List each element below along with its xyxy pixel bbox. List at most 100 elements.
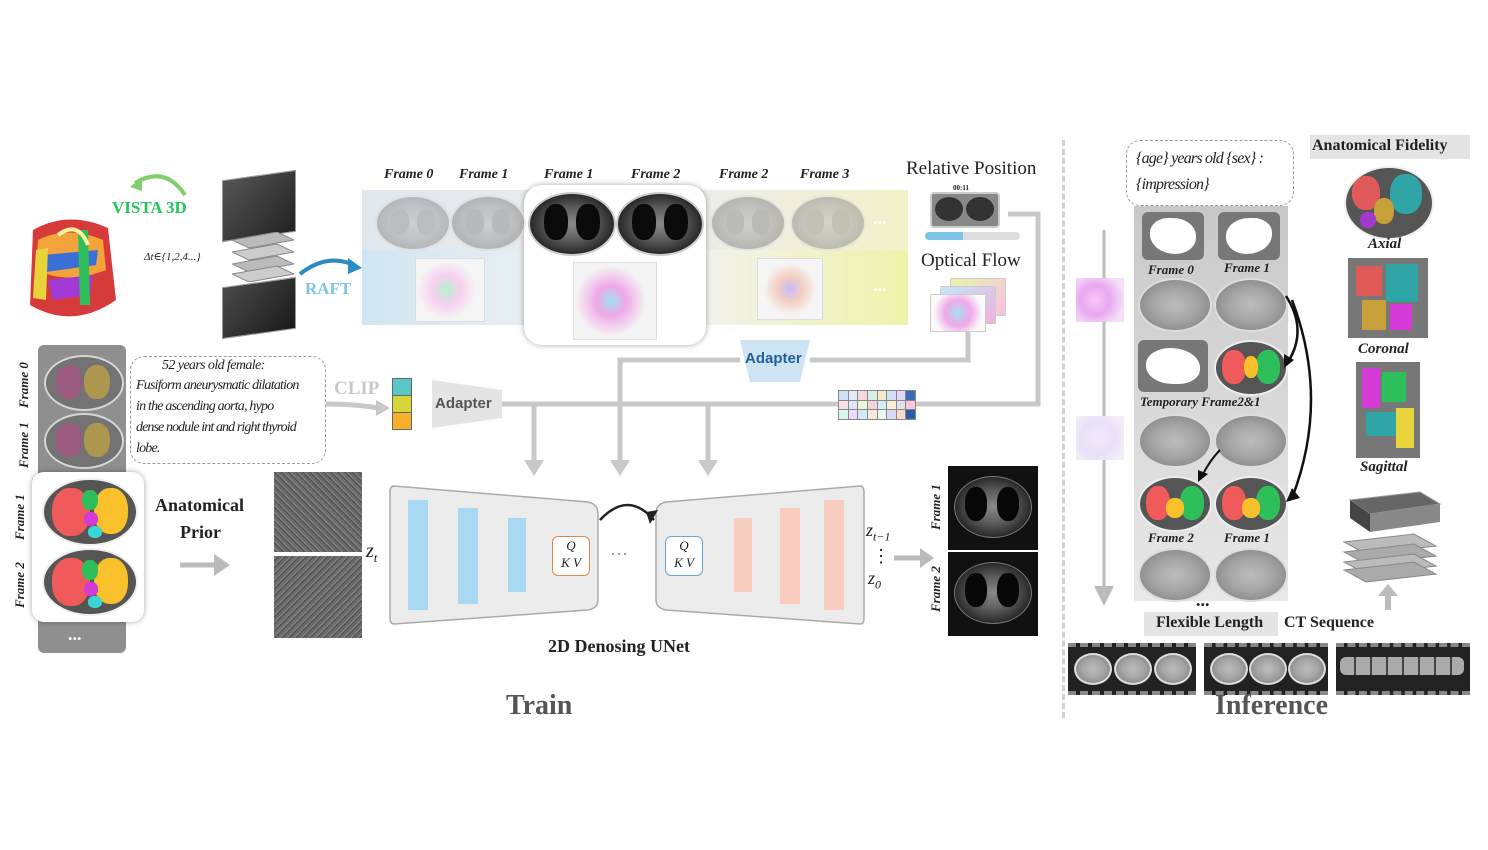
inf-frame1b-label: Frame 1	[1224, 530, 1270, 545]
inf-seg-frame2	[1138, 476, 1212, 532]
position-slider	[925, 232, 1020, 240]
prompt-line-2: in the ascending aorta, hypo	[136, 399, 274, 414]
prompt-line-4: lobe.	[136, 441, 160, 456]
flow-image-3	[757, 258, 823, 320]
output-arrow-icon	[894, 548, 934, 568]
temp-seg	[1214, 340, 1288, 396]
left-seg-frame1-active	[42, 478, 138, 546]
inf-dots: ...	[1196, 590, 1210, 610]
top-frame-label-5: Frame 3	[800, 167, 850, 182]
left-frame-label-0: Frame 0	[16, 362, 31, 408]
connector-lines	[325, 211, 1041, 476]
ct-slice-frame2-active	[616, 192, 704, 256]
vista-label: VISTA 3D	[112, 198, 187, 217]
inf-frame0-label: Frame 0	[1148, 262, 1194, 277]
anatomical-prior-label-1: Prior	[180, 522, 221, 542]
inference-section-title: Inference	[1215, 690, 1328, 721]
film-strip-3	[1336, 643, 1470, 695]
left-seg-frame1	[44, 413, 124, 469]
film-strip-1	[1068, 643, 1196, 695]
top-more-dots: ...	[873, 208, 887, 228]
inf-ct-row3-a	[1138, 414, 1212, 468]
train-section-title: Train	[506, 690, 573, 721]
z-t1-label: zt−1	[866, 520, 891, 544]
z-t-label: zt	[366, 540, 378, 565]
coronal-label: Coronal	[1358, 341, 1409, 357]
anatomy-3d-render	[18, 210, 123, 330]
inf-ct-row5-b	[1214, 548, 1288, 602]
unet-dec-block-3	[824, 500, 844, 610]
unet-middots: ···	[610, 544, 628, 564]
inf-frame2b-label: Frame 2	[1148, 530, 1194, 545]
inf-frame1-label: Frame 1	[1224, 260, 1270, 275]
adapter-top	[740, 340, 810, 382]
sagittal-image	[1356, 362, 1420, 458]
optical-flow-label: Optical Flow	[921, 250, 1021, 271]
adapter-mid-label: Adapter	[435, 395, 492, 412]
embedding-grid	[838, 390, 916, 420]
section-divider	[1062, 140, 1065, 718]
inf-ct-frame1	[1214, 278, 1288, 332]
optical-flow-stack	[930, 278, 1008, 332]
fidelity-up-arrow-icon	[1378, 584, 1398, 610]
prompt-line-1: Fusiform aneurysmatic dilatation	[136, 378, 299, 393]
unet-label: 2D Denosing UNet	[548, 636, 690, 656]
noisy-latent-1	[274, 472, 362, 552]
adapter-mid	[432, 380, 502, 428]
flexible-length-bg	[1144, 612, 1278, 636]
output-frame-label-1: Frame 1	[928, 484, 943, 530]
inf-seg-frame1	[1214, 476, 1288, 532]
unet-shape	[389, 485, 865, 625]
unet-dec-block-2	[780, 508, 800, 604]
left-seg-frame0	[44, 355, 124, 411]
unet-enc-block-2	[458, 508, 478, 604]
noisy-latent-2	[274, 556, 362, 638]
flow-image-1	[415, 258, 485, 322]
template-line-1: {age} years old {sex} :	[1136, 150, 1264, 167]
output-ct-2	[948, 552, 1038, 636]
inf-flow-2	[1076, 416, 1124, 460]
z-dots: ⋮	[872, 546, 890, 566]
top-frame-label-0: Frame 0	[384, 167, 434, 182]
inf-ct-row5-a	[1138, 548, 1212, 602]
prompt-line-3: dense nodule int and right thyroid	[136, 420, 297, 435]
ct-slice-frame1-active	[528, 192, 616, 256]
prior-arrow-icon	[180, 554, 230, 576]
top-frame-label-1: Frame 1	[459, 167, 509, 182]
left-seg-frame2-active	[42, 548, 138, 616]
mask-frame1	[1218, 212, 1280, 260]
inf-ct-frame0	[1138, 278, 1212, 332]
ct-slice-frame2	[710, 195, 786, 251]
clip-label: CLIP	[334, 378, 380, 399]
unet-dec-block-1	[734, 518, 752, 592]
temporary-label: Temporary Frame2&1	[1140, 394, 1261, 409]
output-frame-label-2: Frame 2	[928, 566, 943, 612]
sagittal-label: Sagittal	[1360, 459, 1408, 475]
left-frame-label-2: Frame 1	[12, 494, 27, 540]
timestamp-label: 00:11	[953, 184, 969, 192]
ct-slice-frame0	[375, 195, 451, 251]
inference-column	[1134, 206, 1288, 601]
raft-arrow-icon	[298, 258, 362, 276]
volume-render-stack	[1340, 490, 1444, 584]
template-line-2: {impression}	[1136, 176, 1210, 193]
adapter-top-label: Adapter	[745, 350, 802, 367]
film-strip-2	[1204, 643, 1328, 695]
top-frame-label-4: Frame 2	[719, 167, 769, 182]
coronal-image	[1348, 258, 1428, 338]
relative-position-thumb	[930, 192, 1000, 228]
output-ct-1	[948, 466, 1038, 550]
interval-label: Δt∈{1,2,4...}	[144, 251, 201, 263]
top-frame-label-3: Frame 2	[631, 167, 681, 182]
vista-arrow-icon	[130, 174, 187, 197]
z-0-label: z0	[868, 568, 882, 592]
top-frame-label-2: Frame 1	[544, 167, 594, 182]
flow-more-dots: ...	[873, 275, 887, 295]
left-frame-label-3: Frame 2	[12, 562, 27, 608]
template-box	[1126, 140, 1294, 206]
prompt-line-0: 52 years old female:	[162, 358, 265, 373]
ct-sequence-label: CT Sequence	[1284, 614, 1374, 631]
text-prompt-box	[130, 356, 326, 464]
flow-image-center	[573, 262, 657, 340]
